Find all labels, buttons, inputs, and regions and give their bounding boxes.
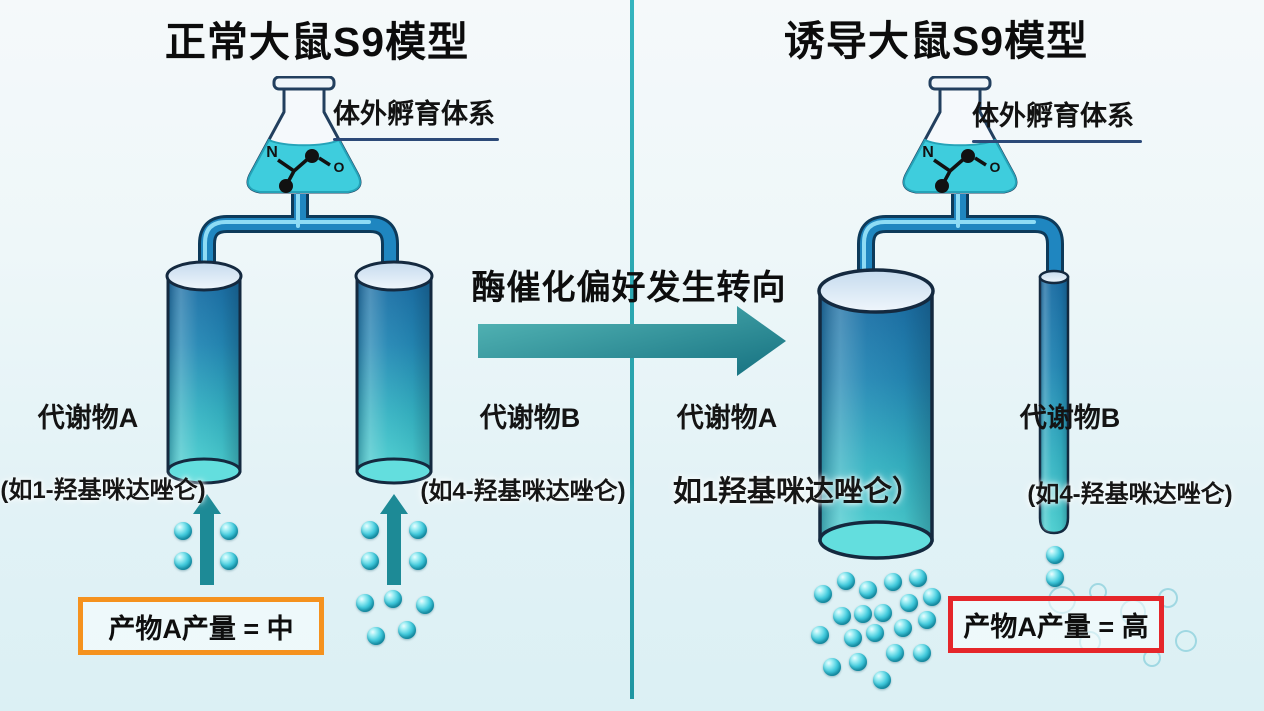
- left-pipes: [198, 192, 399, 268]
- svg-text:O: O: [990, 159, 1001, 175]
- left-metabolite-b-example: (如4-羟基咪达唑仑): [420, 478, 626, 505]
- right-flask-label: 体外孵育体系: [972, 101, 1134, 131]
- right-metabolite-b-example: (如4-羟基咪达唑仑): [1027, 481, 1233, 508]
- right-metabolite-a-label: 代谢物A: [676, 403, 778, 433]
- right-tube-b: [1038, 269, 1070, 535]
- right-metabolite-b-label: 代谢物B: [1019, 403, 1121, 433]
- left-result-box: 产物A产量 = 中: [78, 597, 324, 655]
- right-result-box: 产物A产量 = 高: [948, 596, 1164, 653]
- svg-text:N: N: [922, 144, 934, 161]
- left-erlenmeyer-flask-icon: N O: [246, 76, 362, 194]
- left-cylinder-b: [354, 260, 434, 485]
- right-pipes: [857, 192, 1064, 276]
- right-model-title: 诱导大鼠S9模型: [783, 18, 1089, 64]
- right-cylinder-a: [817, 268, 935, 560]
- left-metabolite-a-example: (如1-羟基咪达唑仑): [0, 477, 206, 504]
- left-flask-label: 体外孵育体系: [333, 99, 495, 129]
- up-arrow-left-b: [380, 494, 408, 585]
- right-flask-label-underline: [972, 140, 1142, 143]
- shift-arrow-label: 酶催化偏好发生转向: [471, 269, 787, 307]
- left-model-title: 正常大鼠S9模型: [164, 19, 470, 65]
- right-metabolite-a-example: 如1羟基咪达唑仑）: [672, 476, 922, 508]
- left-result-text: 产物A产量 = 中: [108, 613, 294, 644]
- left-metabolite-b-label: 代谢物B: [479, 403, 581, 433]
- left-flask-label-underline: [333, 138, 499, 141]
- right-result-text: 产物A产量 = 高: [963, 612, 1149, 642]
- svg-text:O: O: [334, 159, 345, 175]
- shift-arrow: [478, 306, 786, 376]
- up-arrow-left-a: [193, 494, 221, 585]
- molecule-icon: N O: [922, 144, 1001, 193]
- right-flask-label-group: 体外孵育体系: [972, 94, 1142, 143]
- right-erlenmeyer-flask-icon: N O: [902, 76, 1018, 194]
- left-flask-label-group: 体外孵育体系: [333, 92, 499, 141]
- svg-text:N: N: [266, 144, 278, 161]
- left-cylinder-a: [165, 260, 243, 485]
- left-metabolite-a-label: 代谢物A: [37, 403, 139, 433]
- molecule-icon: N O: [266, 144, 345, 193]
